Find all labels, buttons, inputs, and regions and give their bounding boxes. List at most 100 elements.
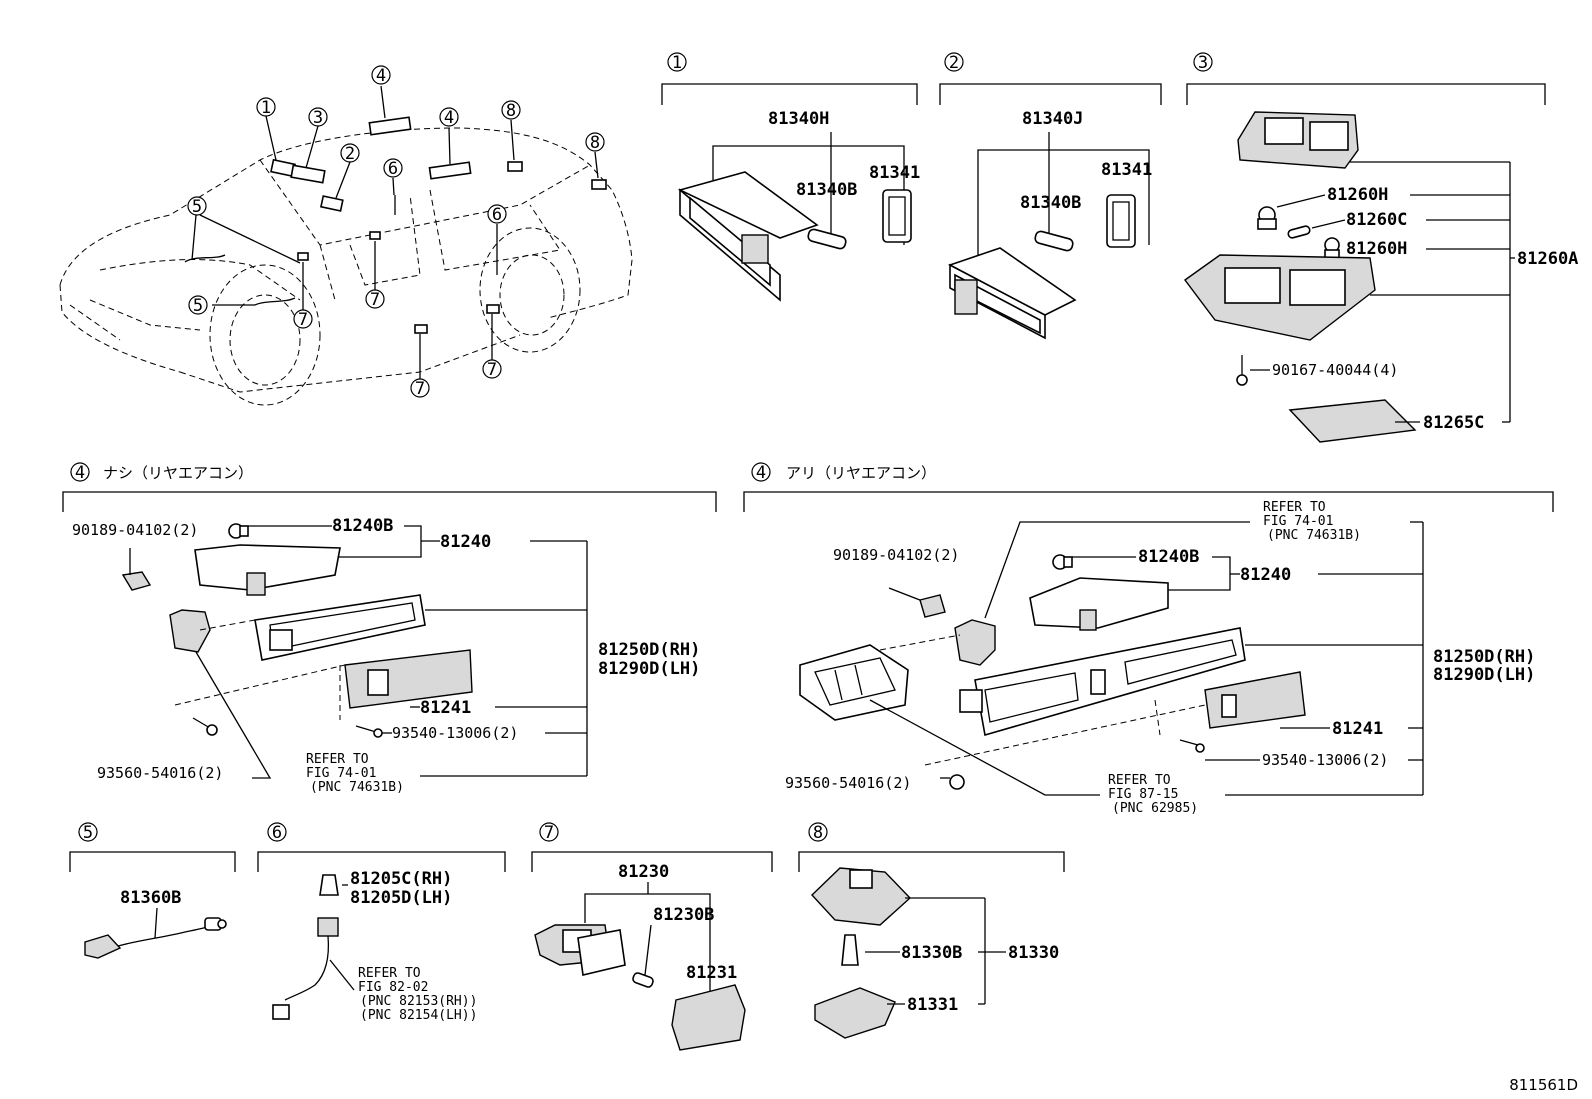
part-number: 81250D(RH) <box>598 640 700 660</box>
figure-code: 811561D <box>1509 1076 1578 1094</box>
refer-text: FIG 74-01 <box>306 766 376 781</box>
svg-text:6: 6 <box>492 205 502 225</box>
svg-text:4: 4 <box>444 108 454 128</box>
refer-text: REFER TO <box>358 966 421 981</box>
refer-text: FIG 82-02 <box>358 980 428 995</box>
part-number: 81240B <box>1138 547 1199 567</box>
section-4-without-rear-ac: 4 ナシ（リヤエアコン） 90189-04102(2) 81240B 81240… <box>62 462 717 795</box>
part-number: 81340J <box>1022 109 1083 129</box>
part-number: 81230B <box>653 905 714 925</box>
section-number: 7 <box>544 823 554 843</box>
svg-text:7: 7 <box>298 310 308 330</box>
part-number: 81230 <box>618 862 669 882</box>
part-number: 81340H <box>768 109 829 129</box>
svg-text:5: 5 <box>192 197 202 217</box>
part-number: 81265C <box>1423 413 1484 433</box>
part-number: 81240 <box>1240 565 1291 585</box>
refer-text: (PNC 82153(RH)) <box>360 994 477 1009</box>
part-number: 81205C(RH) <box>350 869 452 889</box>
part-number: 81240B <box>332 516 393 536</box>
car-callout: 8 <box>585 132 605 153</box>
svg-text:8: 8 <box>590 133 600 153</box>
refer-text: REFER TO <box>1263 500 1326 515</box>
part-number: 81290D(LH) <box>598 659 700 679</box>
car-callout: 3 <box>308 107 328 128</box>
car-callout: 7 <box>293 309 313 330</box>
part-number: 81340B <box>796 180 857 200</box>
part-number: 93540-13006(2) <box>392 724 518 742</box>
car-callout: 7 <box>482 359 502 380</box>
section-3: 3 81260H 81260C 81260H 90167-40044(4) <box>1184 52 1578 443</box>
section-4-with-rear-ac: 4 アリ（リヤエアコン） REFER TO FIG 74-01 (PNC 746… <box>743 462 1554 816</box>
section-number: 6 <box>272 823 282 843</box>
part-number: 81341 <box>1101 160 1152 180</box>
section-6: 6 81205C(RH) 81205D(LH) REFER TO FIG 82-… <box>257 822 506 1023</box>
part-number: 81330B <box>901 943 962 963</box>
part-number: 81241 <box>420 698 471 718</box>
part-number: 90167-40044(4) <box>1272 361 1398 379</box>
section-caption: アリ（リヤエアコン） <box>786 464 936 482</box>
refer-text: REFER TO <box>306 752 369 767</box>
part-number: 81340B <box>1020 193 1081 213</box>
refer-text: REFER TO <box>1108 773 1171 788</box>
car-overview: 1 2 3 4 4 5 5 6 6 7 7 7 7 8 8 <box>59 65 633 406</box>
section-5: 5 81360B <box>69 822 236 959</box>
refer-text: (PNC 62985) <box>1112 801 1198 816</box>
svg-text:8: 8 <box>506 101 516 121</box>
section-number: 4 <box>756 463 766 483</box>
svg-text:7: 7 <box>487 360 497 380</box>
svg-text:6: 6 <box>388 159 398 179</box>
refer-text: FIG 74-01 <box>1263 514 1333 529</box>
section-8: 8 81330B 81330 81331 <box>798 822 1065 1039</box>
section-number: 8 <box>813 823 823 843</box>
car-callout: 6 <box>383 158 403 179</box>
car-callout: 5 <box>187 196 207 217</box>
svg-text:7: 7 <box>415 379 425 399</box>
section-number: 3 <box>1198 53 1208 73</box>
svg-text:4: 4 <box>376 66 386 86</box>
part-number: 81260A <box>1517 249 1578 269</box>
refer-text: (PNC 82154(LH)) <box>360 1008 477 1023</box>
part-number: 93560-54016(2) <box>785 774 911 792</box>
part-number: 81240 <box>440 532 491 552</box>
part-number: 81260C <box>1346 210 1407 230</box>
section-1: 1 81340H 81341 81340B <box>661 52 920 302</box>
part-number: 81290D(LH) <box>1433 665 1535 685</box>
car-callout: 1 <box>256 97 276 118</box>
part-number: 93560-54016(2) <box>97 764 223 782</box>
car-callout: 6 <box>487 204 507 225</box>
car-callout: 7 <box>365 289 385 310</box>
part-number: 81260H <box>1327 185 1388 205</box>
part-number: 90189-04102(2) <box>72 521 198 539</box>
section-number: 4 <box>75 463 85 483</box>
car-callout: 8 <box>501 100 521 121</box>
section-number: 1 <box>672 53 682 73</box>
part-number: 81241 <box>1332 719 1383 739</box>
part-number: 90189-04102(2) <box>833 546 959 564</box>
refer-text: FIG 87-15 <box>1108 787 1178 802</box>
part-number: 81205D(LH) <box>350 888 452 908</box>
part-number: 81260H <box>1346 239 1407 259</box>
svg-text:1: 1 <box>261 98 271 118</box>
part-number: 81250D(RH) <box>1433 647 1535 667</box>
part-number: 81331 <box>907 995 958 1015</box>
refer-text: (PNC 74631B) <box>310 780 404 795</box>
svg-text:3: 3 <box>313 108 323 128</box>
refer-text: (PNC 74631B) <box>1267 528 1361 543</box>
svg-text:7: 7 <box>370 290 380 310</box>
car-callout: 5 <box>188 295 208 316</box>
section-number: 5 <box>83 823 93 843</box>
part-number: 81330 <box>1008 943 1059 963</box>
part-number: 93540-13006(2) <box>1262 751 1388 769</box>
car-callout: 4 <box>439 107 459 128</box>
car-callout: 2 <box>340 143 360 164</box>
section-number: 2 <box>949 53 959 73</box>
svg-text:2: 2 <box>345 144 355 164</box>
section-caption: ナシ（リヤエアコン） <box>103 464 253 482</box>
part-number: 81341 <box>869 163 920 183</box>
svg-text:5: 5 <box>193 296 203 316</box>
section-7: 7 81230 81230B 81231 <box>531 822 773 1051</box>
section-2: 2 81340J 81341 81340B <box>939 52 1162 340</box>
part-number: 81231 <box>686 963 737 983</box>
